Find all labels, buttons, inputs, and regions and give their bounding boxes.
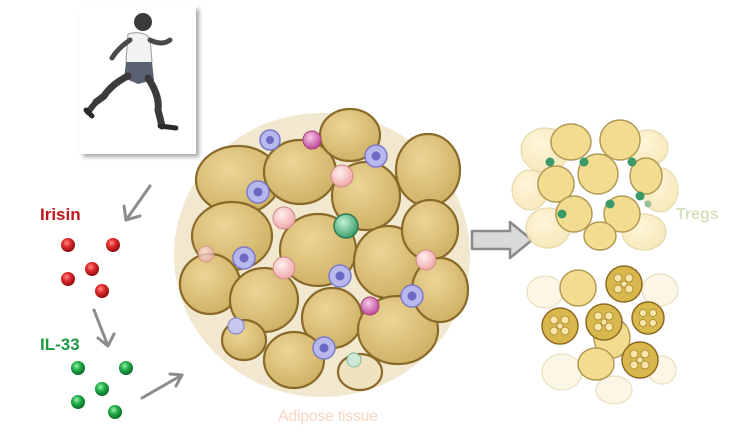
arrow-icon xyxy=(140,373,184,400)
il33-molecule xyxy=(108,405,122,419)
irisin-molecule xyxy=(61,272,75,286)
pink-cell-icon xyxy=(272,256,296,280)
arrow-head xyxy=(96,332,116,348)
treg-cell-icon xyxy=(333,213,359,239)
treg-cell-icon xyxy=(545,157,555,167)
runner-icon xyxy=(83,13,179,131)
il33-molecule xyxy=(71,361,85,375)
treg-cell-icon xyxy=(346,352,362,368)
immune-cells xyxy=(197,129,437,368)
irisin-molecule xyxy=(61,238,75,252)
irisin-molecule xyxy=(106,238,120,252)
il33-molecule xyxy=(95,382,109,396)
pink-cell-icon xyxy=(272,206,296,230)
arrow-irisin-to-il33 xyxy=(92,308,116,348)
block-arrow-icon xyxy=(470,220,534,260)
runner-panel xyxy=(80,6,196,154)
beige-adipocytes xyxy=(526,265,679,405)
il33-molecule xyxy=(71,395,85,409)
macrophage-icon xyxy=(364,144,388,168)
treg-cell-icon xyxy=(644,200,652,208)
treg-cell-icon xyxy=(635,191,645,201)
arrow-runner-to-irisin xyxy=(122,184,152,222)
il33-molecule xyxy=(119,361,133,375)
treg-cell-icon xyxy=(627,157,637,167)
arrow-il33-to-tissue xyxy=(140,372,184,400)
treg-cell-icon xyxy=(579,157,589,167)
arrow-head xyxy=(122,204,142,222)
mast-cell-icon xyxy=(360,296,380,316)
arrow-icon xyxy=(124,184,152,222)
pink-cell-icon xyxy=(197,245,215,263)
macrophage-icon xyxy=(232,246,256,270)
pink-cell-icon xyxy=(415,249,437,271)
tregs-label: Tregs xyxy=(676,206,719,223)
macrophage-icon xyxy=(312,336,336,360)
pink-cell-icon xyxy=(330,164,354,188)
macrophage-icon xyxy=(259,129,281,151)
adipose-tissue-label: Adipose tissue xyxy=(278,408,378,425)
il33-label: IL-33 xyxy=(40,335,80,354)
macrophage-icon xyxy=(400,284,424,308)
arrow-head xyxy=(168,372,184,388)
arrow-icon xyxy=(92,308,110,348)
il33-molecules xyxy=(71,361,133,419)
treg-cell-icon xyxy=(605,199,615,209)
macrophage-icon xyxy=(328,264,352,288)
irisin-molecule xyxy=(95,284,109,298)
macrophage-icon xyxy=(246,180,270,204)
irisin-label: Irisin xyxy=(40,205,81,224)
mast-cell-icon xyxy=(302,130,322,150)
irisin-molecules xyxy=(61,238,120,298)
lean-tissue-tregs xyxy=(511,119,679,251)
treg-cell-icon xyxy=(557,209,567,219)
irisin-molecule xyxy=(85,262,99,276)
macrophage-icon xyxy=(227,317,245,335)
